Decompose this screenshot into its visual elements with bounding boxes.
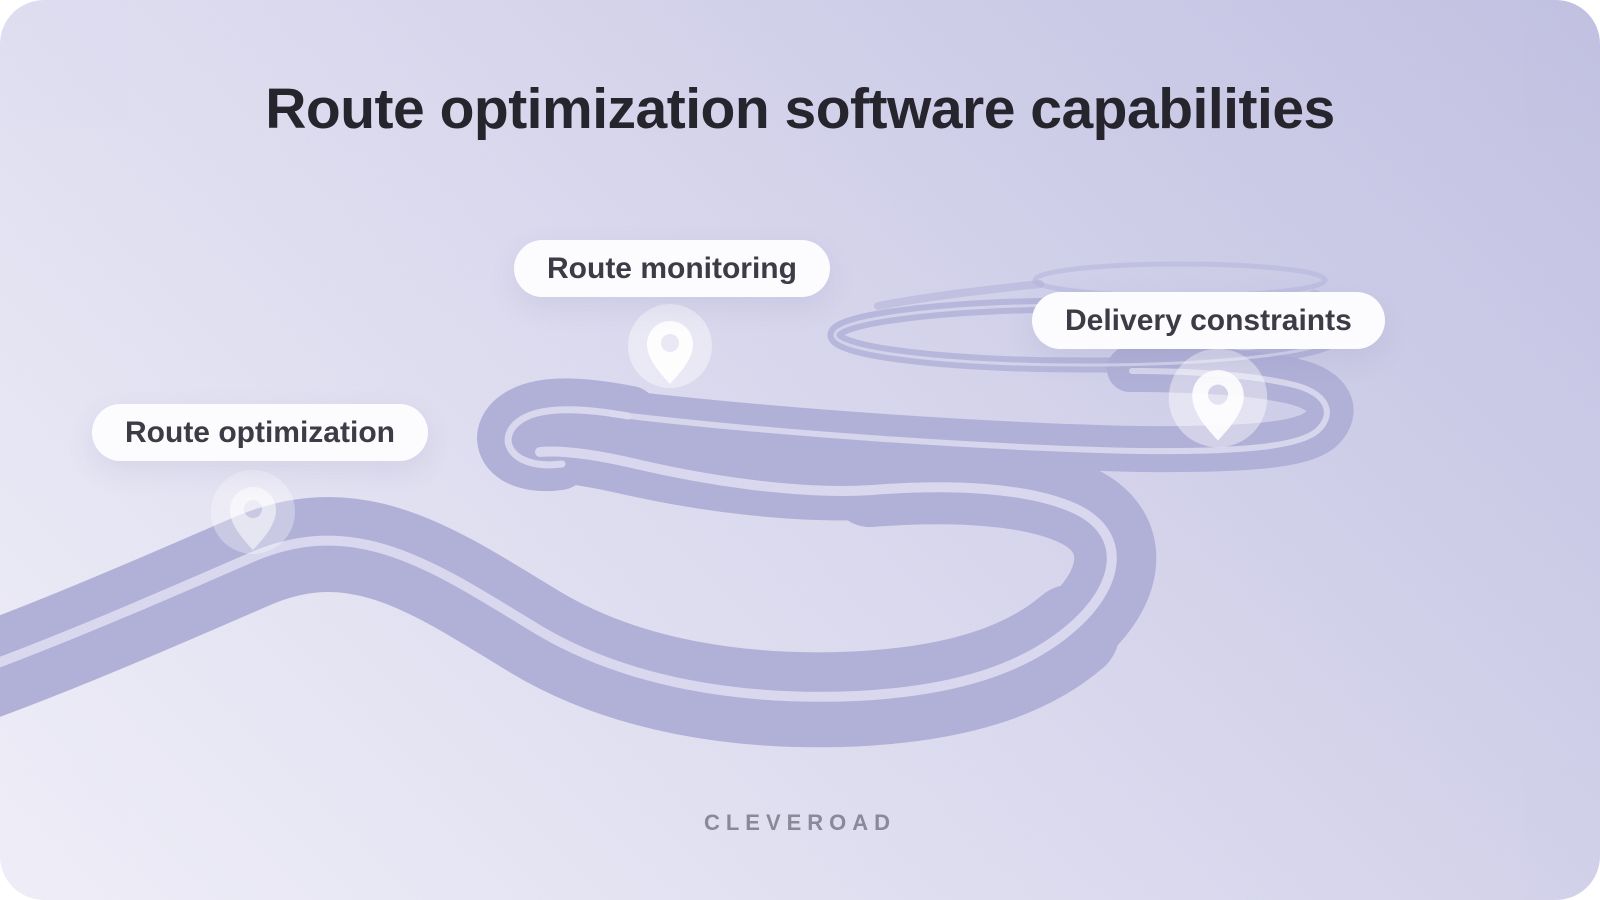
pin-shape [647,321,693,384]
brand-logo: CLEVEROAD [703,810,897,835]
page-title: Route optimization software capabilities [265,77,1335,141]
map-pin-icon [211,470,295,554]
label-pill-delivery-constraints: Delivery constraints [1032,292,1385,349]
map-pin-icon [1168,348,1268,448]
pin-halo [1168,348,1268,448]
pin-shape [1192,370,1244,441]
pin-halo [628,304,712,388]
label-pill-route-optimization: Route optimization [92,404,428,461]
label-pill-route-monitoring: Route monitoring [514,240,830,297]
pin-shape [230,487,276,550]
map-pin-icon [628,304,712,388]
pin-halo [211,470,295,554]
